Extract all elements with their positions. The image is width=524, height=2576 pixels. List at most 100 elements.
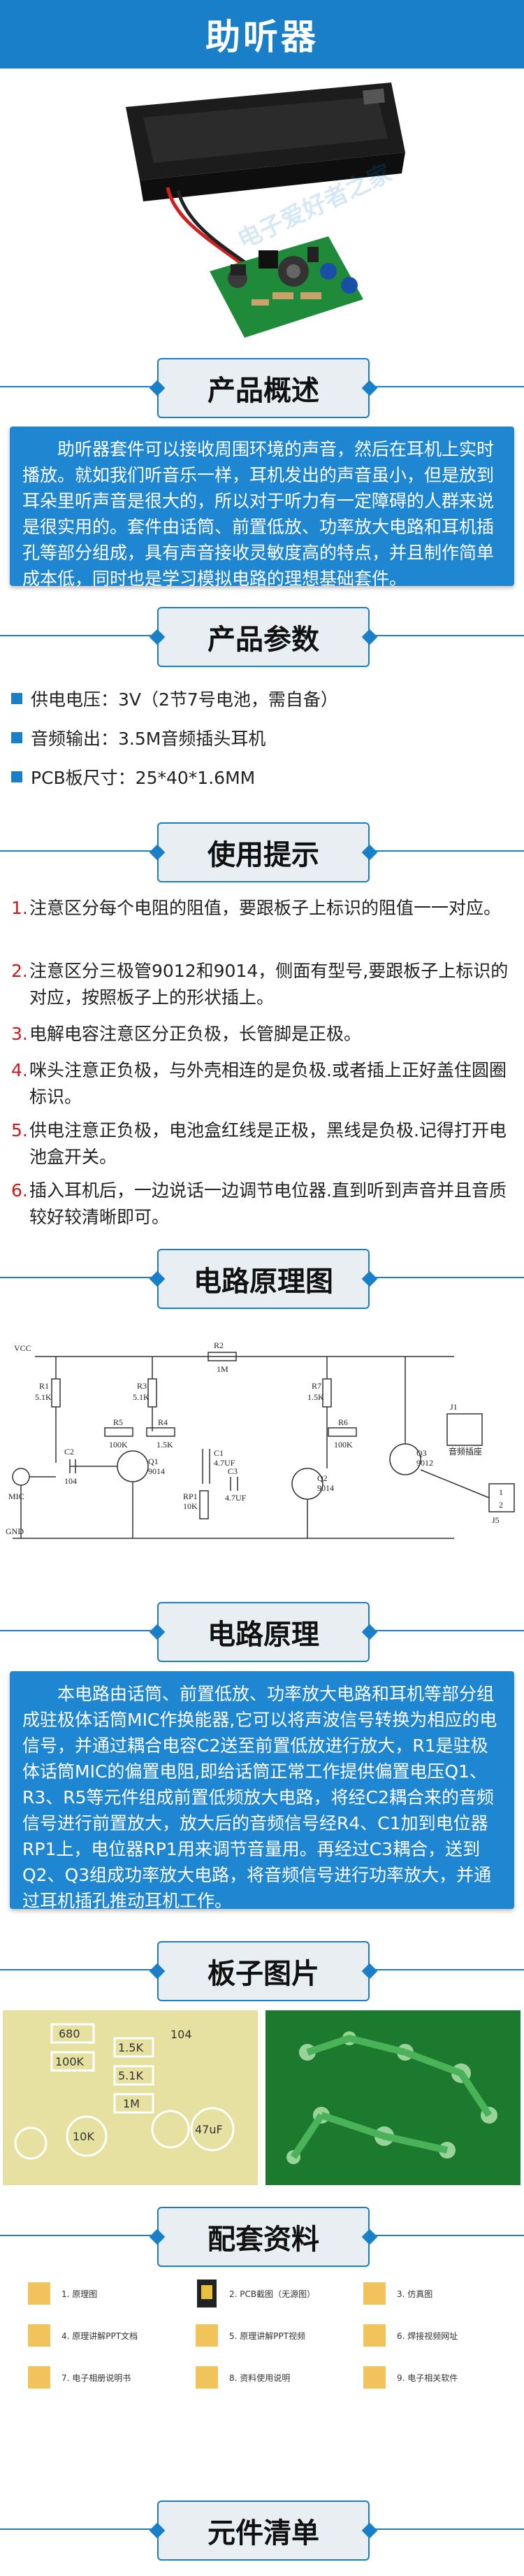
svg-text:10K: 10K xyxy=(73,2130,94,2143)
r5-label: R5 xyxy=(113,1417,123,1427)
param-text: 音频输出：3.5M音频插头耳机 xyxy=(31,729,266,749)
product-photo: 电子爱好者之家 xyxy=(0,69,524,347)
circuit-schematic: VCC GND MIC R1 5.1K R2 1M R3 5.1K R4 1.5… xyxy=(0,1316,524,1582)
hearing-aid-kit-illustration xyxy=(126,83,405,338)
gnd-label: GND xyxy=(6,1526,24,1536)
material-item[interactable]: 5. 原理讲解PPT视频 xyxy=(196,2321,305,2349)
section-title: 产品概述 xyxy=(157,358,370,418)
section-header-schematic: 电路原理图 xyxy=(0,1238,524,1315)
bullet-icon xyxy=(11,771,22,782)
q3-value: 9012 xyxy=(416,1458,433,1468)
tip-item: 4.咪头注意正负极，与外壳相连的是负极.或者插上正好盖住圆圈标识。 xyxy=(11,1060,507,1107)
board-top-photo: 680 1.5K 5.1K 100K 1M 10K 47uF 104 xyxy=(3,2010,258,2185)
c2-label: C2 xyxy=(64,1447,74,1457)
bullet-icon xyxy=(11,732,22,743)
tip-item: 2.注意区分三极管9012和9014，侧面有型号,要跟板子上标识的对应，按照板子… xyxy=(11,961,509,1008)
document-icon xyxy=(197,2280,217,2307)
section-title: 电路原理图 xyxy=(157,1249,370,1309)
c2-value: 104 xyxy=(64,1476,77,1486)
board-bottom-photo xyxy=(265,2010,521,2185)
folder-icon xyxy=(28,2324,50,2347)
r7-label: R7 xyxy=(312,1381,321,1391)
folder-icon xyxy=(28,2366,50,2389)
material-item[interactable]: 1. 原理图 xyxy=(28,2280,97,2307)
material-item[interactable]: 3. 仿真图 xyxy=(363,2280,432,2307)
tip-item: 5.供电注意正负极，电池盒红线是正极，黑线是负极.记得打开电池盒开关。 xyxy=(11,1120,507,1167)
section-header-parts: 元件清单 xyxy=(0,2489,524,2566)
folder-icon xyxy=(28,2282,50,2305)
materials-list: 1. 原理图 2. PCB截图（无源图） 3. 仿真图 4. 原理讲解PPT文档… xyxy=(0,2271,524,2481)
j1-label: J1 xyxy=(450,1402,458,1412)
section-title: 元件清单 xyxy=(157,2500,370,2561)
r3-label: R3 xyxy=(137,1381,147,1391)
r3-value: 5.1K xyxy=(133,1392,150,1402)
folder-icon xyxy=(363,2324,386,2347)
j5-label: J5 xyxy=(492,1515,500,1525)
svg-text:1.5K: 1.5K xyxy=(118,2041,143,2054)
param-text: 供电电压：3V（2节7号电池，需自备） xyxy=(31,689,338,710)
folder-icon xyxy=(363,2282,386,2305)
svg-text:47uF: 47uF xyxy=(195,2123,223,2136)
r2-label: R2 xyxy=(214,1340,224,1350)
r7-value: 1.5K xyxy=(307,1392,324,1402)
param-row: 音频输出：3.5M音频插头耳机 xyxy=(11,721,514,754)
tip-item: 3.电解电容注意区分正负极，长管脚是正极。 xyxy=(11,1024,362,1044)
q3-label: Q3 xyxy=(416,1448,427,1458)
svg-text:5.1K: 5.1K xyxy=(118,2069,143,2082)
tip-item: 6.插入耳机后，一边说话一边调节电位器.直到听到声音并且音质较好较清晰即可。 xyxy=(11,1180,507,1227)
section-header-board: 板子图片 xyxy=(0,1930,524,2007)
section-header-tips: 使用提示 xyxy=(0,811,524,888)
schematic-diagram: VCC GND MIC R1 5.1K R2 1M R3 5.1K R4 1.5… xyxy=(6,1340,515,1539)
jack-label: 音频插座 xyxy=(449,1446,482,1457)
c3-label: C3 xyxy=(228,1466,238,1476)
section-title: 使用提示 xyxy=(157,822,370,882)
tip-item: 1.注意区分每个电阻的阻值，要跟板子上标识的阻值一一对应。 xyxy=(11,898,502,918)
bullet-icon xyxy=(11,693,22,704)
svg-text:680: 680 xyxy=(59,2027,80,2040)
section-title: 板子图片 xyxy=(157,1941,370,2001)
param-text: PCB板尺寸：25*40*1.6MM xyxy=(31,768,256,788)
folder-icon xyxy=(363,2366,386,2389)
r6-label: R6 xyxy=(338,1417,348,1427)
principle-paragraph: 本电路由话筒、前置低放、功率放大电路和耳机等部分组成驻极体话筒MIC作换能器,它… xyxy=(10,1671,514,1911)
r2-value: 1M xyxy=(217,1364,228,1374)
q2-label: Q2 xyxy=(317,1473,328,1483)
param-row: PCB板尺寸：25*40*1.6MM xyxy=(11,760,514,794)
section-header-principle: 电路原理 xyxy=(0,1591,524,1668)
vcc-label: VCC xyxy=(14,1343,31,1353)
c1-value: 4.7UF xyxy=(214,1458,235,1468)
section-title: 电路原理 xyxy=(157,1602,370,1662)
section-header-params: 产品参数 xyxy=(0,596,524,673)
page-title: 助听器 xyxy=(0,0,524,69)
c3-value: 4.7UF xyxy=(225,1493,247,1503)
material-item[interactable]: 9. 电子相关软件 xyxy=(363,2363,458,2391)
folder-icon xyxy=(196,2324,218,2347)
r4-value: 1.5K xyxy=(157,1440,173,1450)
section-header-materials: 配套资料 xyxy=(0,2196,524,2273)
pin2-label: 2 xyxy=(499,1500,503,1510)
svg-text:100K: 100K xyxy=(55,2055,85,2068)
material-item[interactable]: 7. 电子相册说明书 xyxy=(28,2363,131,2391)
q1-value: 9014 xyxy=(148,1466,165,1476)
rp1-label: RP1 xyxy=(183,1491,198,1501)
section-header-overview: 产品概述 xyxy=(0,347,524,424)
c1-label: C1 xyxy=(214,1448,224,1458)
q1-label: Q1 xyxy=(148,1457,159,1466)
r1-label: R1 xyxy=(39,1381,49,1391)
pin1-label: 1 xyxy=(499,1487,503,1497)
material-item[interactable]: 2. PCB截图（无源图） xyxy=(196,2280,315,2307)
overview-paragraph: 助听器套件可以接收周围环境的声音，然后在耳机上实时播放。就如我们听音乐一样，耳机… xyxy=(10,427,514,589)
param-row: 供电电压：3V（2节7号电池，需自备） xyxy=(11,682,514,715)
mic-label: MIC xyxy=(8,1491,24,1501)
q2-value: 9014 xyxy=(317,1483,334,1493)
r4-label: R4 xyxy=(158,1417,168,1427)
material-item[interactable]: 6. 焊接视频网址 xyxy=(363,2321,458,2349)
material-item[interactable]: 4. 原理讲解PPT文档 xyxy=(28,2321,138,2349)
svg-text:104: 104 xyxy=(170,2028,192,2041)
folder-icon xyxy=(196,2366,218,2389)
section-title: 产品参数 xyxy=(157,607,370,667)
section-title: 配套资料 xyxy=(157,2207,370,2267)
material-item[interactable]: 8. 资料使用说明 xyxy=(196,2363,290,2391)
r5-value: 100K xyxy=(109,1440,128,1450)
svg-text:1M: 1M xyxy=(123,2097,140,2110)
